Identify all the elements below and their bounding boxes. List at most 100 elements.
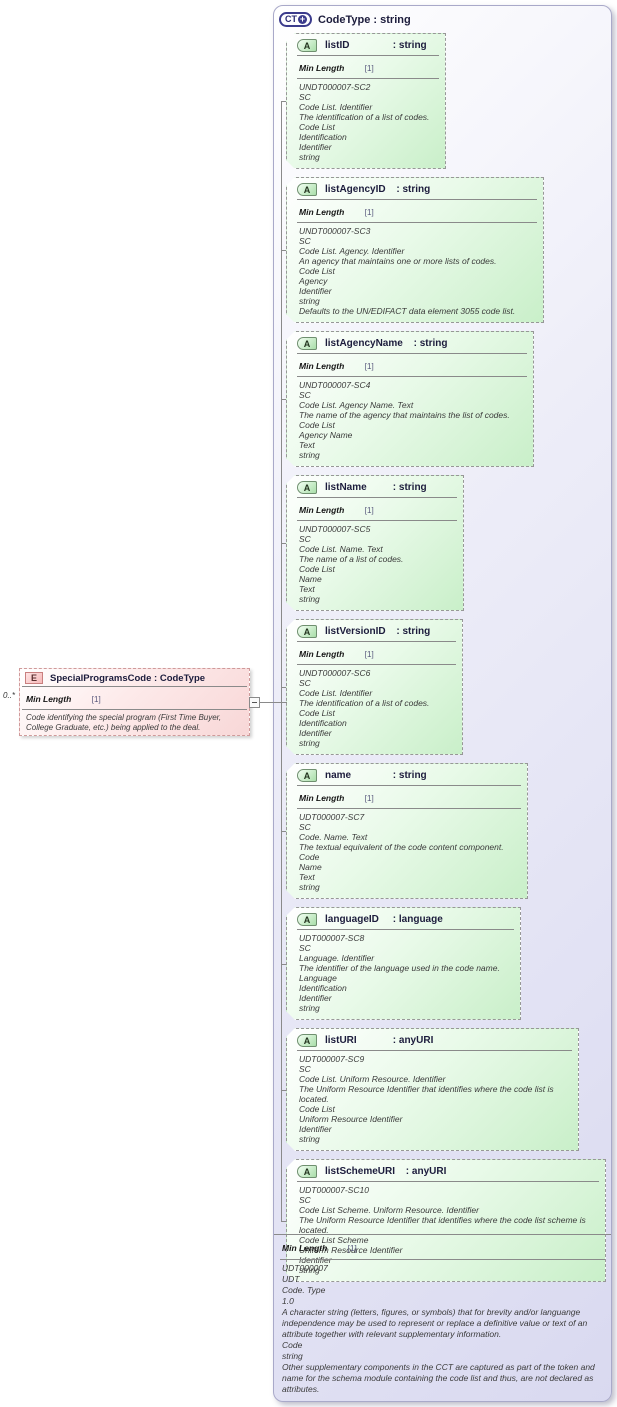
attribute-icon: A — [297, 625, 317, 638]
attribute-name: listURI — [325, 1035, 357, 1046]
facet-value: [1] — [364, 208, 374, 217]
attribute-docs: UNDT000007-SC4 SC Code List. Agency Name… — [299, 380, 510, 460]
attribute-header: A listAgencyName : string — [293, 335, 529, 353]
divider — [297, 78, 439, 79]
attribute-row-listName: A listName : string Min Length [1] UNDT0… — [281, 475, 611, 611]
divider — [297, 376, 527, 377]
attribute-name: listAgencyName — [325, 338, 403, 349]
attribute-icon: A — [297, 1165, 317, 1178]
attribute-row-listID: A listID : string Min Length [1] UNDT000… — [281, 33, 611, 169]
divider — [22, 709, 247, 710]
divider — [274, 1234, 611, 1235]
attribute-box-listAgencyID: A listAgencyID : string Min Length [1] U… — [286, 177, 544, 323]
attribute-icon: A — [297, 1034, 317, 1047]
divider — [297, 808, 521, 809]
element-header: E SpecialProgramsCode : CodeType — [20, 669, 249, 686]
facet-row: Min Length [1] — [293, 354, 529, 376]
collapse-toggle-icon[interactable] — [249, 697, 260, 708]
attribute-type: : string — [393, 626, 431, 637]
expand-plus-icon[interactable]: + — [298, 14, 307, 24]
complextype-icon: CT + — [279, 12, 312, 27]
codetype-footer: Min Length [1] UDT000007 UDT Code. Type … — [274, 1234, 611, 1397]
attribute-row-listVersionID: A listVersionID : string Min Length [1] … — [281, 619, 611, 755]
codetype-title: CodeType : string — [318, 13, 411, 26]
attribute-header: A name : string — [293, 767, 523, 785]
codetype-docs: UDT000007 UDT Code. Type 1.0 A character… — [282, 1263, 595, 1394]
attribute-icon: A — [297, 481, 317, 494]
attribute-box-languageID: A languageID : language UDT000007-SC8 SC… — [286, 907, 521, 1020]
attribute-row-listSchemeURI: A listSchemeURI : anyURI UDT000007-SC10 … — [281, 1159, 611, 1282]
facet-row: Min Length [1] — [293, 56, 441, 78]
divider — [297, 520, 457, 521]
attribute-type: : string — [390, 482, 427, 493]
divider — [297, 1050, 572, 1051]
attribute-header: A listVersionID : string — [293, 623, 458, 641]
attribute-tree-line — [281, 101, 282, 1221]
facet-row: Min Length [1] — [274, 1235, 611, 1259]
attribute-header: A listName : string — [293, 479, 459, 497]
attribute-name: languageID — [325, 914, 379, 925]
element-title: SpecialProgramsCode : CodeType — [50, 672, 206, 684]
facet-value: [1] — [347, 1244, 357, 1253]
codetype-header: CT + CodeType : string — [274, 6, 611, 29]
divider — [280, 1259, 605, 1260]
element-type-connector-line — [259, 702, 287, 703]
facet-label: Min Length — [299, 63, 345, 73]
attribute-name: listVersionID — [325, 626, 386, 637]
attribute-name: listSchemeURI — [325, 1166, 396, 1177]
element-box-specialprogramscode: E SpecialProgramsCode : CodeType Min Len… — [19, 668, 250, 736]
attribute-header: A languageID : language — [293, 911, 516, 929]
attribute-icon: A — [297, 913, 317, 926]
facet-row: Min Length [1] — [293, 200, 539, 222]
attribute-type: : language — [390, 914, 443, 925]
divider — [297, 55, 439, 56]
attribute-header: A listID : string — [293, 37, 441, 55]
attribute-type: : anyURI — [390, 1035, 434, 1046]
divider — [22, 686, 247, 687]
attribute-row-listAgencyID: A listAgencyID : string Min Length [1] U… — [281, 177, 611, 323]
divider — [297, 664, 456, 665]
attribute-box-listID: A listID : string Min Length [1] UNDT000… — [286, 33, 446, 169]
facet-value: [1] — [364, 794, 374, 803]
attribute-box-name: A name : string Min Length [1] UDT000007… — [286, 763, 528, 899]
attribute-box-listVersionID: A listVersionID : string Min Length [1] … — [286, 619, 463, 755]
facet-label: Min Length — [299, 207, 345, 217]
attribute-type: : anyURI — [403, 1166, 447, 1177]
facet-value: [1] — [91, 695, 101, 704]
attribute-icon: A — [297, 337, 317, 350]
attribute-docs: UNDT000007-SC3 SC Code List. Agency. Ide… — [299, 226, 516, 316]
divider — [297, 222, 537, 223]
attribute-name: listAgencyID — [325, 184, 386, 195]
attribute-docs: UDT000007-SC10 SC Code List Scheme. Unif… — [299, 1185, 586, 1275]
divider — [297, 929, 514, 930]
attribute-type: : string — [393, 184, 431, 195]
attribute-box-listAgencyName: A listAgencyName : string Min Length [1]… — [286, 331, 534, 467]
attribute-type: : string — [390, 40, 427, 51]
facet-row: Min Length [1] — [293, 498, 459, 520]
facet-value: [1] — [364, 650, 374, 659]
facet-label: Min Length — [299, 361, 345, 371]
facet-value: [1] — [364, 362, 374, 371]
attribute-docs: UDT000007-SC9 SC Code List. Uniform Reso… — [299, 1054, 554, 1144]
attribute-row-listAgencyName: A listAgencyName : string Min Length [1]… — [281, 331, 611, 467]
facet-label: Min Length — [299, 649, 345, 659]
attribute-box-listSchemeURI: A listSchemeURI : anyURI UDT000007-SC10 … — [286, 1159, 606, 1282]
facet-value: [1] — [364, 64, 374, 73]
complextype-icon-label: CT — [285, 14, 297, 24]
divider — [297, 353, 527, 354]
divider — [297, 497, 457, 498]
attribute-row-languageID: A languageID : language UDT000007-SC8 SC… — [281, 907, 611, 1020]
element-docs: Code identifying the special program (Fi… — [26, 713, 222, 732]
attribute-icon: A — [297, 769, 317, 782]
attribute-icon: A — [297, 39, 317, 52]
attribute-icon: A — [297, 183, 317, 196]
divider — [297, 199, 537, 200]
attribute-header: A listAgencyID : string — [293, 181, 539, 199]
attribute-docs: UNDT000007-SC6 SC Code List. Identifier … — [299, 668, 430, 748]
facet-row: Min Length [1] — [293, 642, 458, 664]
attribute-name: listID — [325, 40, 350, 51]
attribute-row-name: A name : string Min Length [1] UDT000007… — [281, 763, 611, 899]
attribute-type: : string — [410, 338, 448, 349]
cardinality-label: 0..* — [3, 691, 16, 700]
facet-label: Min Length — [26, 694, 72, 704]
